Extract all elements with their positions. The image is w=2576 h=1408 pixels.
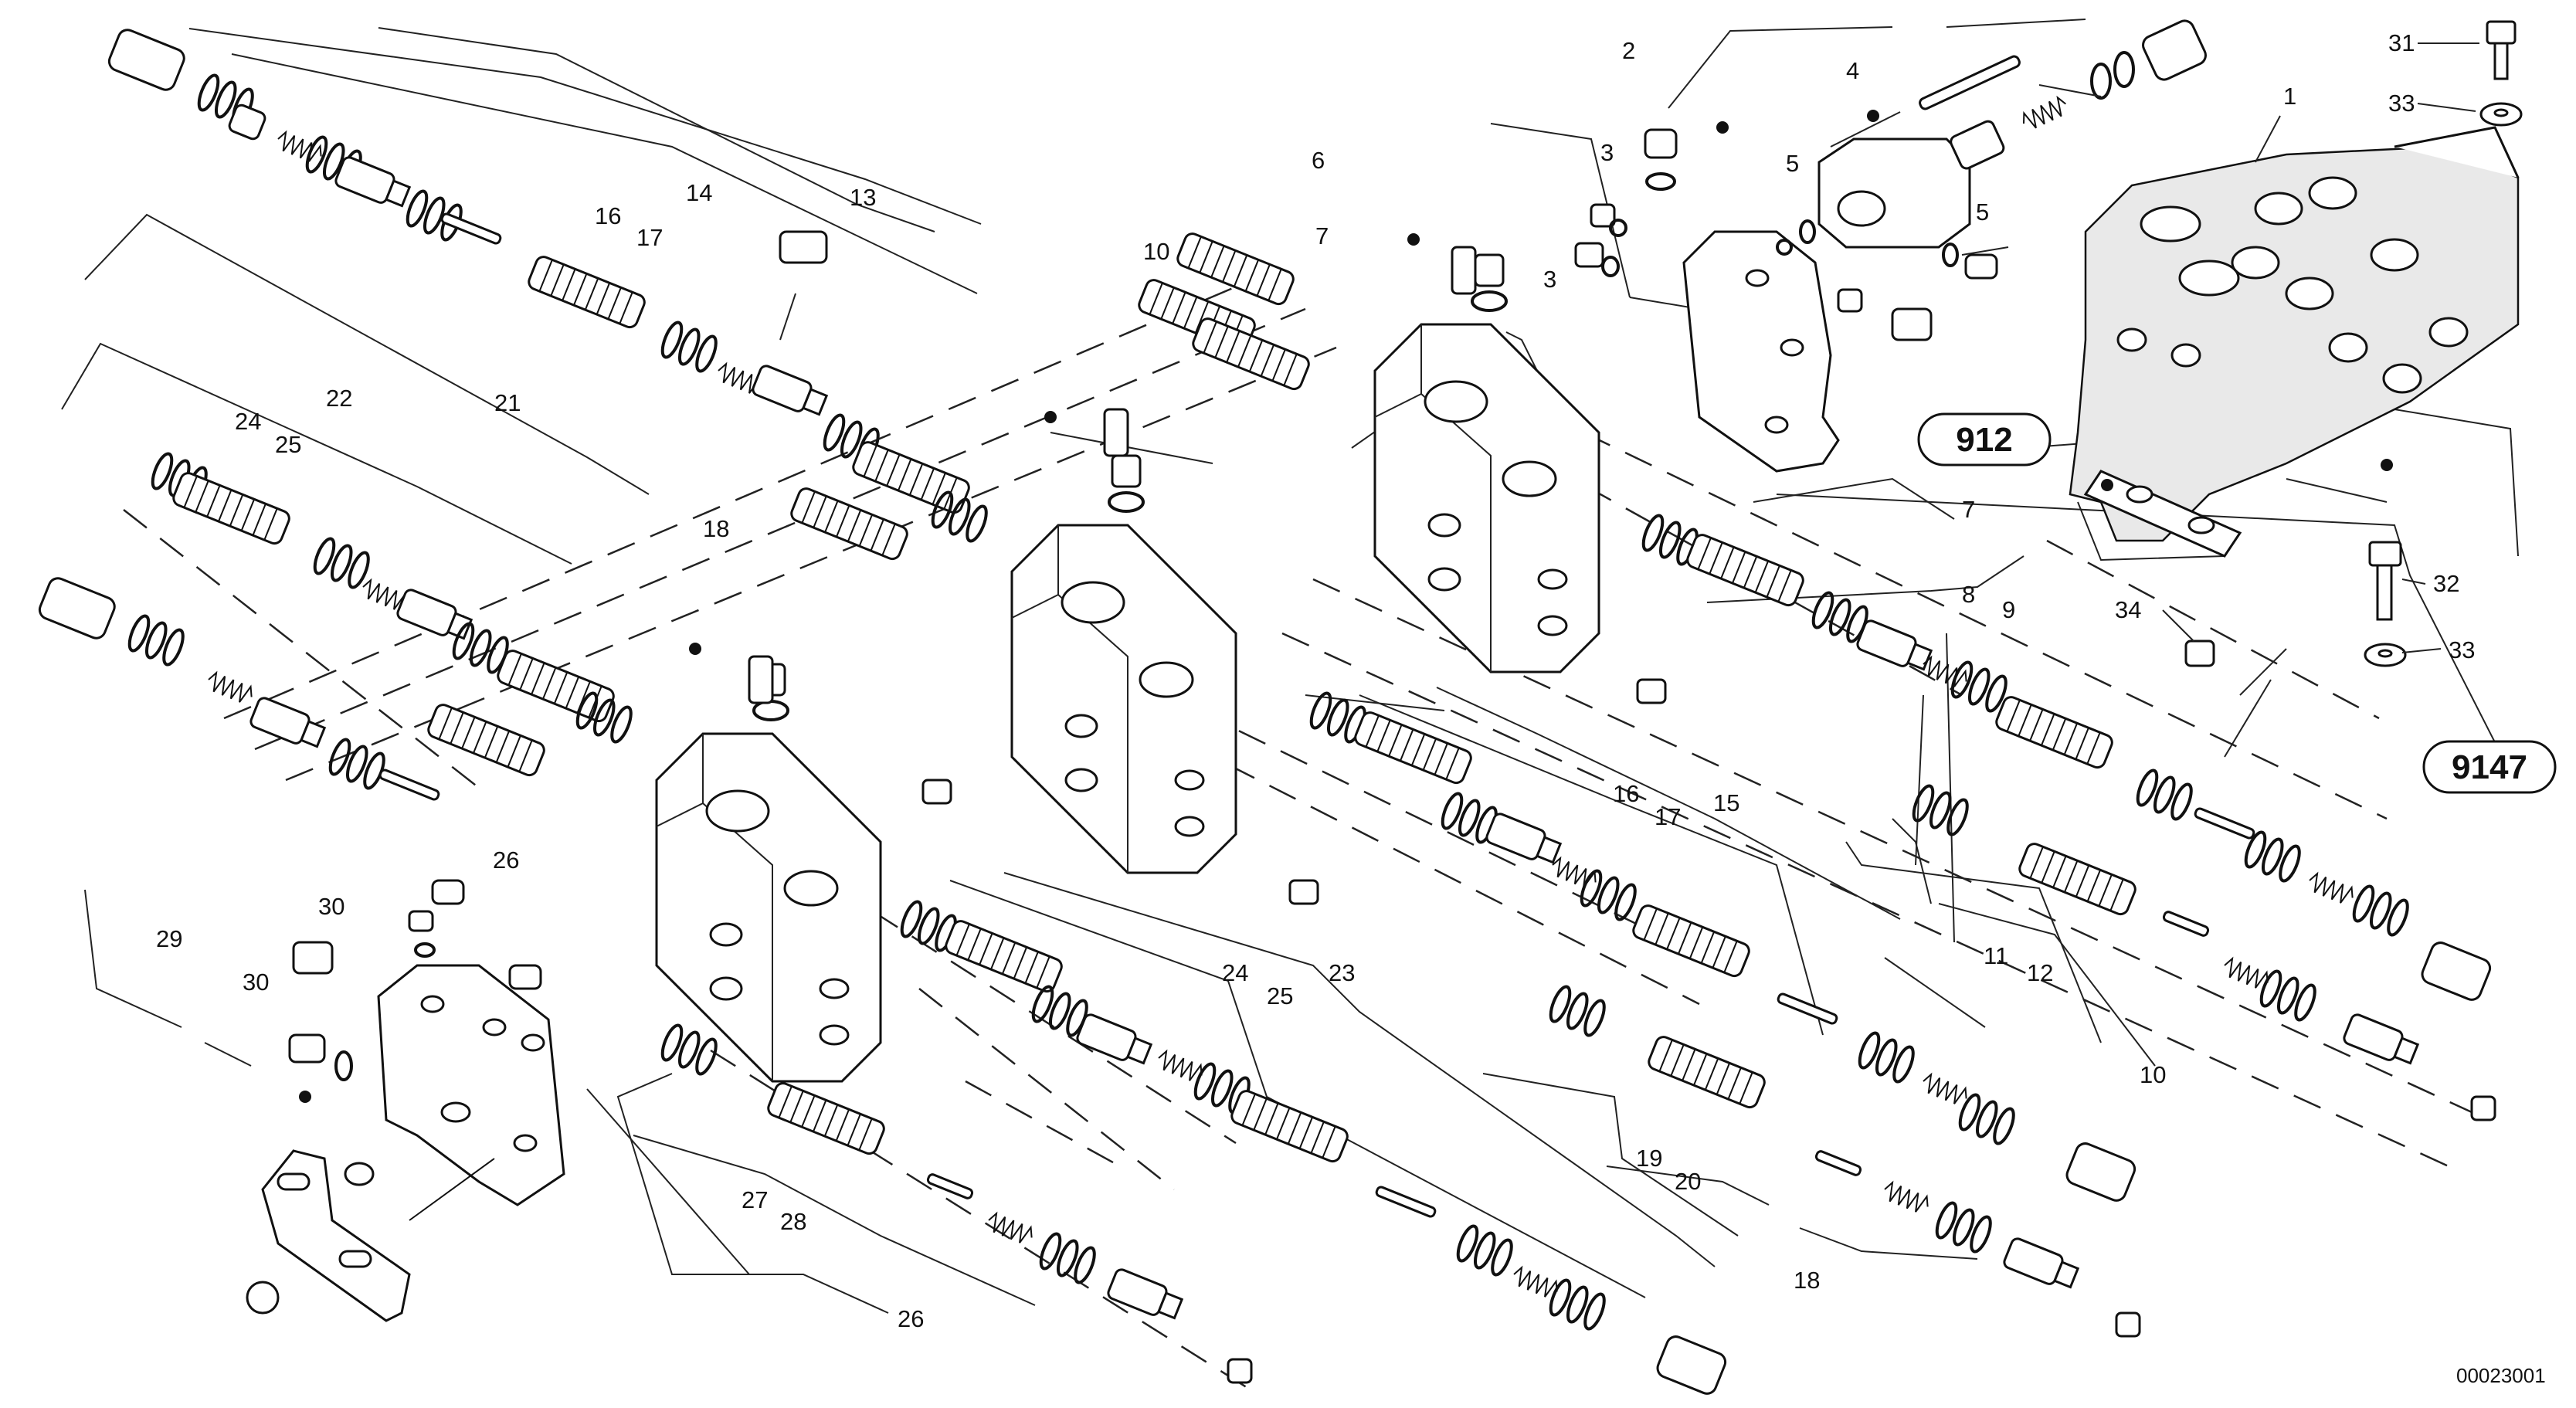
svg-text:912: 912 xyxy=(1956,421,2012,459)
label-2: 2 xyxy=(1622,37,1635,64)
spool-assembly-bottom xyxy=(657,897,1727,1395)
label-12: 12 xyxy=(2027,959,2053,986)
label-16: 16 xyxy=(595,202,621,229)
label-10: 10 xyxy=(2140,1061,2166,1088)
label-18: 18 xyxy=(1794,1267,1820,1294)
label-8: 8 xyxy=(1962,581,1975,608)
svg-text:9147: 9147 xyxy=(2452,748,2527,786)
label-7: 7 xyxy=(1962,496,1975,523)
valve-end-section-top xyxy=(1682,121,1840,473)
callout-9147: 9147 xyxy=(2422,740,2557,794)
label-26: 26 xyxy=(493,846,519,874)
label-5: 5 xyxy=(1976,198,1989,226)
drawing-reference-number: 00023001 xyxy=(2456,1364,2546,1387)
label-22: 22 xyxy=(326,385,352,412)
label-27: 27 xyxy=(742,1186,768,1213)
spool-assembly-middle-left xyxy=(38,230,1312,801)
callout-912: 912 xyxy=(1917,412,2052,467)
label-19: 19 xyxy=(1636,1145,1662,1172)
pilot-block xyxy=(1776,110,1998,280)
label-15: 15 xyxy=(1713,789,1739,816)
label-29: 29 xyxy=(156,925,182,952)
spool-assembly-top xyxy=(107,29,992,545)
label-23: 23 xyxy=(1329,959,1355,986)
label-28: 28 xyxy=(780,1208,806,1235)
label-14: 14 xyxy=(686,179,712,206)
label-20: 20 xyxy=(1675,1168,1701,1195)
label-9: 9 xyxy=(2002,596,2015,623)
label-24: 24 xyxy=(1222,959,1248,986)
valve-section-3 xyxy=(1373,233,1600,673)
leader-lines xyxy=(61,19,2519,1314)
label-4: 4 xyxy=(1846,57,1859,84)
label-21: 21 xyxy=(494,389,521,416)
label-3: 3 xyxy=(1543,266,1556,293)
label-31: 31 xyxy=(2388,29,2415,56)
bolt-and-washer-parts xyxy=(2184,20,2523,667)
label-24: 24 xyxy=(235,408,261,435)
spool-assembly-center xyxy=(1305,689,2141,1338)
label-34: 34 xyxy=(2115,596,2141,623)
label-3: 3 xyxy=(1600,139,1614,166)
label-leader-ticks xyxy=(2038,42,2479,653)
side-fittings xyxy=(748,230,1667,905)
label-33: 33 xyxy=(2388,90,2415,117)
label-30: 30 xyxy=(318,893,344,920)
label-16: 16 xyxy=(1613,780,1639,807)
label-33: 33 xyxy=(2449,636,2475,663)
spool-assembly-right xyxy=(1638,511,2496,1121)
label-32: 32 xyxy=(2433,570,2459,597)
small-fittings-left xyxy=(288,879,542,1103)
label-7: 7 xyxy=(1315,222,1329,249)
label-17: 17 xyxy=(636,224,663,251)
valve-section-1 xyxy=(655,643,882,1083)
label-18: 18 xyxy=(703,515,729,542)
label-6: 6 xyxy=(1312,147,1325,174)
end-plate-left xyxy=(377,964,565,1206)
top-fittings xyxy=(1574,19,2207,341)
label-26: 26 xyxy=(898,1305,924,1332)
assembled-valve xyxy=(2069,126,2520,558)
mounting-bracket xyxy=(246,1149,495,1322)
label-13: 13 xyxy=(850,184,876,211)
label-10: 10 xyxy=(1143,238,1169,265)
label-25: 25 xyxy=(275,431,301,458)
label-25: 25 xyxy=(1267,982,1293,1009)
label-17: 17 xyxy=(1655,803,1681,830)
valve-section-2 xyxy=(1010,411,1237,874)
label-11: 11 xyxy=(1984,942,2008,969)
part-labels: 1 2 3 3 4 5 5 6 7 7 8 9 10 10 11 12 13 1… xyxy=(156,29,2475,1332)
label-1: 1 xyxy=(2283,83,2296,110)
label-30: 30 xyxy=(243,969,269,996)
label-5: 5 xyxy=(1786,150,1799,177)
